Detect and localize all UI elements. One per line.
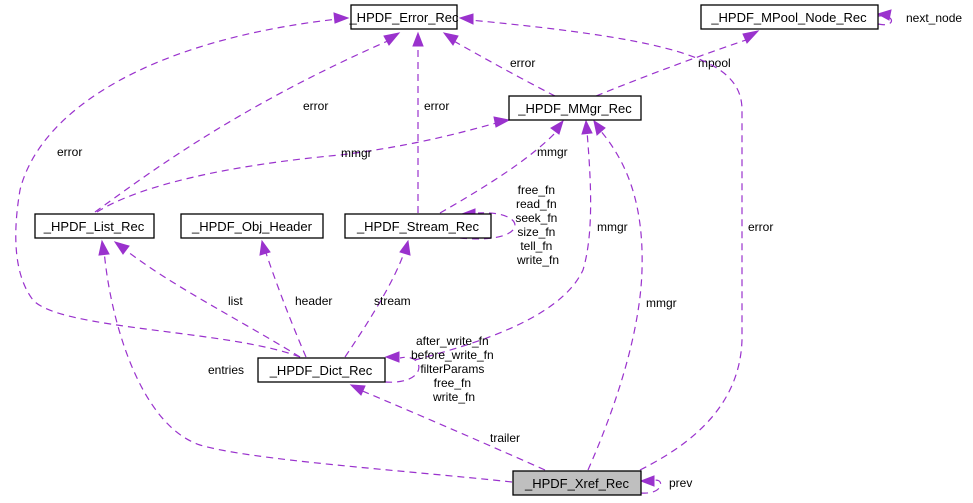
edge-label-list: list xyxy=(228,294,243,308)
node-label: _HPDF_MMgr_Rec xyxy=(517,101,632,116)
edge-xref-mmgr: mmgr xyxy=(587,119,677,471)
edge-label-stream-self: free_fn read_fn seek_fn size_fn tell_fn … xyxy=(515,183,560,267)
label-line: filterParams xyxy=(420,362,484,376)
node-hpdf-obj-header[interactable]: _HPDF_Obj_Header xyxy=(180,213,324,239)
node-hpdf-mmgr-rec[interactable]: _HPDF_MMgr_Rec xyxy=(508,95,642,121)
arrowhead xyxy=(458,13,474,25)
node-hpdf-list-rec[interactable]: _HPDF_List_Rec xyxy=(34,213,155,239)
label-line: before_write_fn xyxy=(411,348,494,362)
edge-xref-self: prev xyxy=(639,475,692,494)
edge-label-error-dict: error xyxy=(57,145,82,159)
edge-mmgr-mpool: mpool xyxy=(595,30,760,97)
edge-label-mmgr-xref: mmgr xyxy=(646,296,677,310)
node-hpdf-mpool-node-rec[interactable]: _HPDF_MPool_Node_Rec xyxy=(700,4,879,30)
edge-dict-list: list xyxy=(113,241,301,358)
label-line: write_fn xyxy=(516,253,559,267)
arrowhead xyxy=(442,32,459,46)
label-line: free_fn xyxy=(518,183,555,197)
edge-label-mmgr-list: mmgr xyxy=(341,146,372,160)
edge-label-header: header xyxy=(295,294,332,308)
edge-label-error-list: error xyxy=(303,99,328,113)
label-line: read_fn xyxy=(516,197,557,211)
arrowhead xyxy=(259,239,271,256)
arrowhead xyxy=(742,30,760,44)
node-label: _HPDF_List_Rec xyxy=(43,219,145,234)
edge-label-entries: entries xyxy=(208,363,244,377)
label-line: write_fn xyxy=(432,390,475,404)
node-label: _HPDF_Xref_Rec xyxy=(524,476,630,491)
node-label: _HPDF_Stream_Rec xyxy=(356,219,480,234)
edge-label-dict-self: after_write_fn before_write_fn filterPar… xyxy=(411,334,497,404)
node-hpdf-xref-rec[interactable]: _HPDF_Xref_Rec xyxy=(512,470,642,496)
edge-label-stream: stream xyxy=(374,294,411,308)
edge-mpool-next-node: next_node xyxy=(876,9,962,26)
edge-label-trailer: trailer xyxy=(490,431,520,445)
arrowhead xyxy=(333,12,350,24)
arrowhead xyxy=(113,241,130,255)
edge-stream-self: free_fn read_fn seek_fn size_fn tell_fn … xyxy=(459,183,560,267)
edge-label-mmgr-stream: mmgr xyxy=(537,145,568,159)
arrowhead xyxy=(349,384,366,396)
node-hpdf-error-rec[interactable]: _HPDF_Error_Rec xyxy=(348,4,459,30)
label-line: after_write_fn xyxy=(416,334,489,348)
arrowhead xyxy=(412,31,424,47)
edge-label-error-mmgr: error xyxy=(510,56,535,70)
edge-xref-error: error xyxy=(458,13,773,471)
edge-dict-header: header xyxy=(259,239,332,358)
edge-stream-error: error xyxy=(412,31,449,213)
arrowhead xyxy=(550,119,564,135)
edge-dict-stream: stream xyxy=(344,239,411,358)
arrowhead xyxy=(98,239,110,256)
edge-label-error-stream: error xyxy=(424,99,449,113)
edge-xref-list: entries xyxy=(98,239,513,483)
label-line: tell_fn xyxy=(520,239,552,253)
node-label: _HPDF_Obj_Header xyxy=(191,219,313,234)
label-line: free_fn xyxy=(434,376,471,390)
edge-label-error-xref: error xyxy=(748,220,773,234)
label-line: seek_fn xyxy=(515,211,557,225)
edge-dict-self: after_write_fn before_write_fn filterPar… xyxy=(384,334,497,404)
edge-label-mmgr-dict: mmgr xyxy=(597,220,628,234)
edge-dict-error: error xyxy=(15,12,350,358)
arrowhead xyxy=(384,351,400,363)
edge-stream-mmgr: mmgr xyxy=(439,119,568,214)
edge-dict-mmgr: mmgr xyxy=(414,119,628,361)
edge-xref-dict: trailer xyxy=(349,384,546,471)
edge-label-next-node: next_node xyxy=(906,11,962,25)
arrowhead xyxy=(581,119,593,135)
node-label: _HPDF_Dict_Rec xyxy=(269,363,373,378)
label-line: size_fn xyxy=(517,225,555,239)
arrowhead xyxy=(399,239,411,256)
arrowhead xyxy=(383,32,401,46)
node-label: _HPDF_MPool_Node_Rec xyxy=(710,10,867,25)
edge-list-mmgr: mmgr xyxy=(96,116,511,213)
node-hpdf-dict-rec[interactable]: _HPDF_Dict_Rec xyxy=(257,357,386,383)
edge-label-prev: prev xyxy=(669,476,692,490)
edge-label-mpool: mpool xyxy=(698,56,731,70)
edge-mmgr-error: error xyxy=(442,32,556,97)
arrowhead xyxy=(593,119,606,136)
edge-list-error: error xyxy=(94,32,401,213)
node-hpdf-stream-rec[interactable]: _HPDF_Stream_Rec xyxy=(344,213,492,239)
arrowhead xyxy=(493,116,511,128)
node-label: _HPDF_Error_Rec xyxy=(348,10,459,25)
arrowhead xyxy=(639,475,655,487)
arrowhead xyxy=(876,9,892,21)
